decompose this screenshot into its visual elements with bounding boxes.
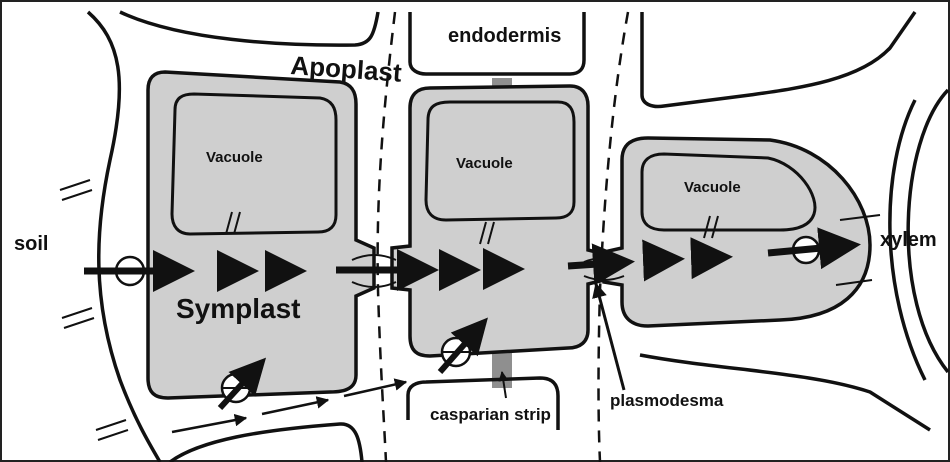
vacuole-label: Vacuole <box>206 149 263 166</box>
endodermis-label: endodermis <box>448 25 561 47</box>
symplast-label: Symplast <box>176 293 301 324</box>
soil-label: soil <box>14 233 48 255</box>
plasmodesma-label: plasmodesma <box>610 391 724 410</box>
vacuole-label: Vacuole <box>456 155 513 172</box>
xylem-label: xylem <box>880 229 937 251</box>
vacuole-label: Vacuole <box>684 179 741 196</box>
casparian-strip-label: casparian strip <box>430 405 551 424</box>
